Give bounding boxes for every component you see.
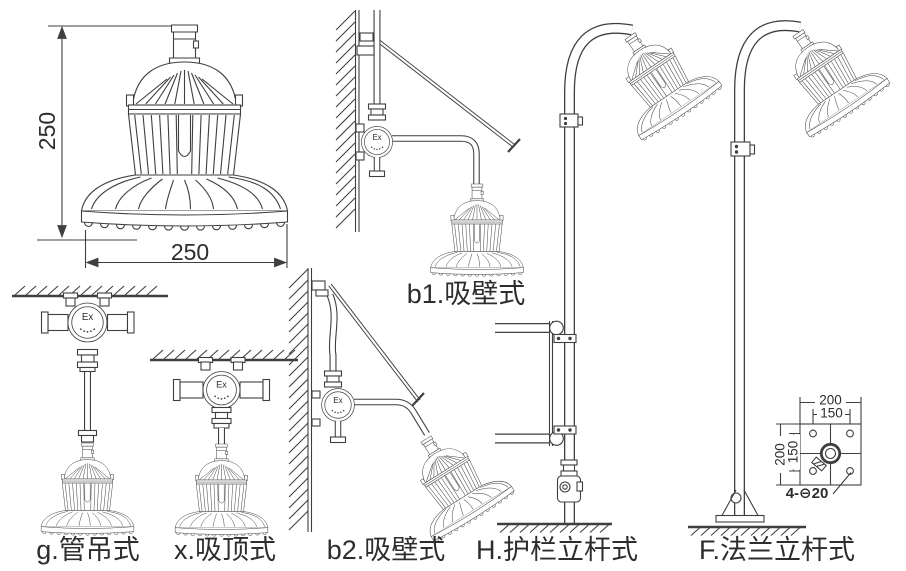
height-dimension: 250 (34, 112, 60, 150)
brace-clamp-tick (507, 138, 521, 153)
flange-base (715, 489, 765, 523)
ceiling-hatching (152, 349, 296, 360)
wall-mount-b1-figure: b1.吸壁式 (335, 10, 526, 309)
flange-pole-figure: F.法兰立杆式 (688, 5, 893, 565)
caption-x: x.吸顶式 (174, 535, 276, 565)
flange-height-outer: 200 (773, 443, 788, 466)
guardrail (495, 320, 577, 446)
wall-mount-b2-figure: b2.吸壁式 (288, 268, 517, 565)
guardrail-pole-figure: H.护栏立杆式 (476, 8, 725, 565)
caption-b2: b2.吸壁式 (327, 535, 446, 565)
flange-holes-label: 4-⊖20 (786, 485, 829, 502)
ground-hatching (499, 524, 610, 533)
brace-clamp-tick (411, 392, 425, 407)
width-dimension: 250 (171, 239, 209, 265)
ceiling-mount-figure: x.吸顶式 (150, 349, 298, 565)
flange-width-outer: 200 (819, 393, 842, 408)
caption-f: F.法兰立杆式 (699, 535, 855, 565)
ground-hatching (690, 527, 801, 536)
flange-detail-figure: 200 150 200 150 4-⊖20 (773, 393, 862, 502)
caption-b1: b1.吸壁式 (407, 279, 526, 309)
wall-hatching (335, 10, 360, 232)
pipe-suspension-figure: g.管吊式 (12, 285, 168, 565)
caption-g: g.管吊式 (36, 535, 140, 565)
caption-h: H.护栏立杆式 (476, 535, 638, 565)
dimensioned-lamp-figure: 250 250 (34, 24, 289, 268)
bolt-symbol (810, 456, 828, 472)
ceiling-hatching (14, 285, 158, 296)
flange-width-inner: 150 (820, 406, 843, 421)
wall-hatching (288, 268, 313, 532)
flange-height-inner: 150 (786, 441, 801, 464)
